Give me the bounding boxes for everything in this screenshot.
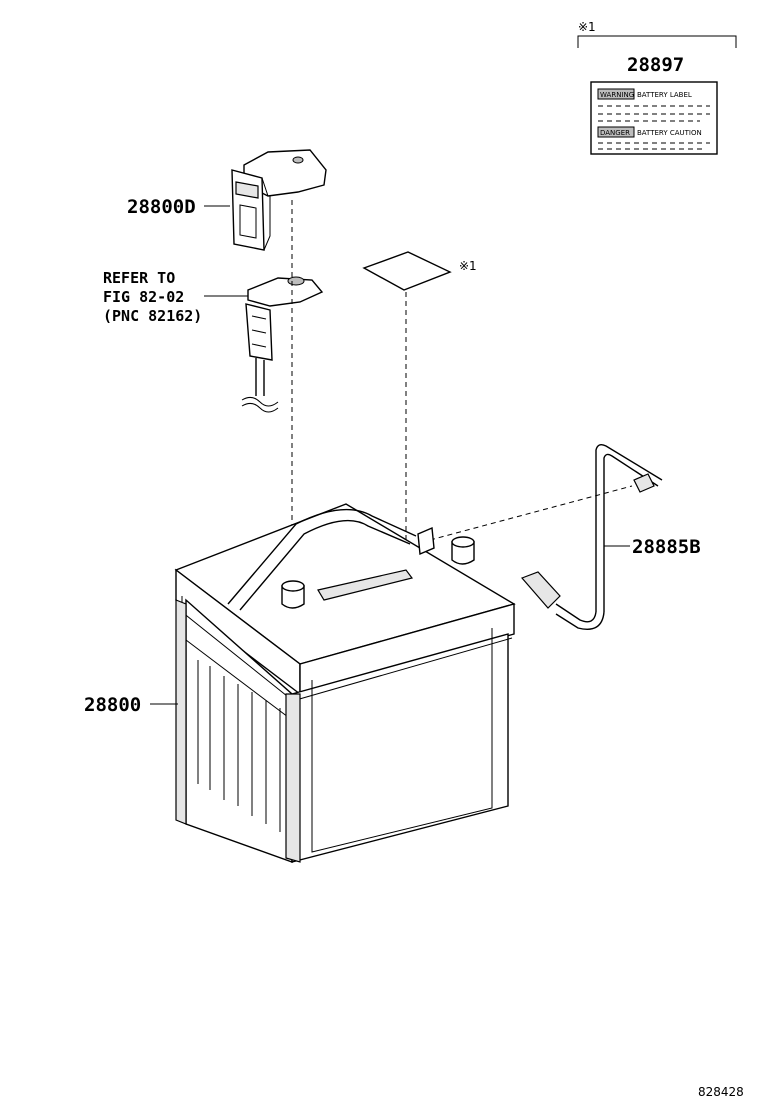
- battery-lid-front: [299, 603, 515, 695]
- battery-corner-front: [285, 693, 301, 863]
- battery-group: 28800: [84, 503, 516, 863]
- battery-post-left-top: [281, 580, 305, 592]
- vent-tube-inner: [603, 453, 659, 612]
- part-number-28885B: 28885B: [632, 536, 701, 558]
- terminal-cover-group: 28800D: [127, 149, 327, 251]
- reference-group: REFER TO FIG 82-02 (PNC 82162): [103, 269, 324, 413]
- terminal-bolt: [287, 276, 305, 286]
- label-card-row2-text: BATTERY CAUTION: [637, 129, 702, 137]
- battery-post-left: [281, 585, 305, 609]
- battery-upper-line: [185, 639, 293, 721]
- figure-code: 828428: [698, 1085, 744, 1099]
- bracket-line: [577, 35, 737, 48]
- part-number-28897: 28897: [627, 54, 684, 76]
- reference-line-1: REFER TO: [103, 269, 175, 287]
- label-card-lines-2: [598, 142, 710, 150]
- battery-handle-outer: [227, 508, 417, 605]
- reference-line-3: (PNC 82162): [103, 307, 202, 325]
- battery-vent-strip: [317, 569, 414, 601]
- alignment-line-vent: [429, 485, 633, 541]
- note-mark-side: ※1: [459, 259, 477, 273]
- note-mark-top: ※1: [578, 20, 596, 34]
- terminal-clamp: [247, 277, 324, 307]
- battery-cell-ribs: [197, 660, 281, 832]
- part-number-28800D: 28800D: [127, 196, 196, 218]
- vent-tube-outer: [595, 443, 663, 612]
- label-card-warning-box: [597, 88, 635, 100]
- cable-break-2: [241, 402, 279, 413]
- terminal-cover-edge: [261, 177, 271, 251]
- vent-tube-fitting: [633, 473, 655, 493]
- vent-tube-bend: [555, 603, 605, 630]
- terminal-cover-latch: [235, 181, 259, 199]
- battery-corner-left: [175, 599, 187, 825]
- battery-front-panel: [311, 628, 493, 853]
- terminal-cable: [255, 358, 265, 396]
- terminal-cover-slot: [239, 204, 257, 239]
- cable-break-1: [241, 396, 279, 407]
- vent-tube-elbow: [520, 571, 561, 609]
- label-card-danger-box: [597, 126, 635, 138]
- battery-vent-plug: [417, 526, 435, 556]
- label-card-row1-title: WARNING: [600, 91, 634, 99]
- sticker-group: ※1: [362, 251, 477, 291]
- reference-line-2: FIG 82-02: [103, 288, 184, 306]
- label-kit-group: ※1 28897 WARNING BATTERY LABEL DANGER BA…: [577, 20, 737, 155]
- terminal-ribs: [251, 315, 267, 348]
- label-card-lines-1: [598, 105, 710, 122]
- battery-handle-inner: [239, 519, 411, 611]
- terminal-cover-hole: [292, 156, 304, 164]
- part-number-28800: 28800: [84, 694, 141, 716]
- vent-tube-group: 28885B: [520, 443, 701, 630]
- battery-post-right: [451, 541, 475, 565]
- label-card-row2-title: DANGER: [600, 129, 630, 137]
- sticker-label: [362, 251, 452, 291]
- label-card-row1-text: BATTERY LABEL: [637, 91, 692, 99]
- battery-post-right-top: [451, 536, 475, 548]
